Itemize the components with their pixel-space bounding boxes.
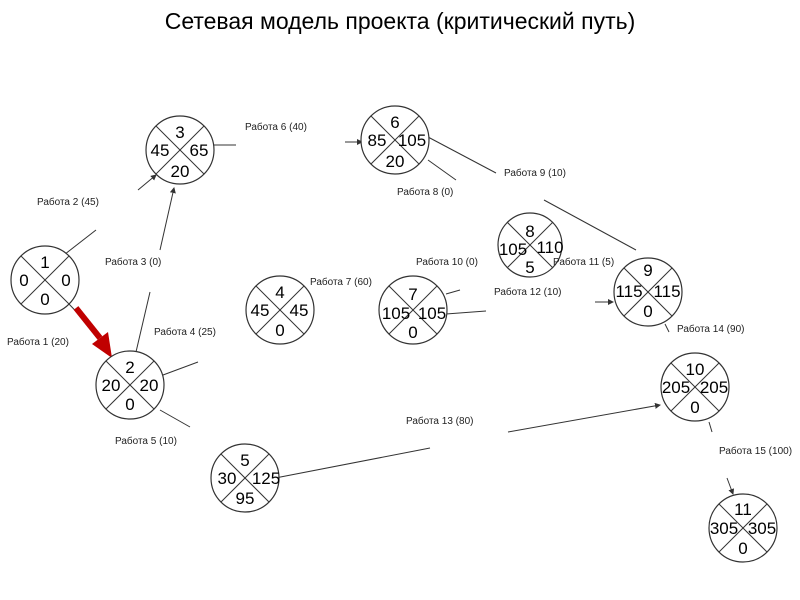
edge-work-13 (264, 447, 431, 481)
node-number: 3 (175, 123, 184, 142)
node-late-time: 110 (536, 238, 563, 257)
node-reserve: 20 (171, 162, 190, 181)
node-late-time: 105 (418, 304, 446, 323)
event-node-6: 6 85 105 20 (360, 105, 430, 175)
node-late-time: 305 (748, 519, 776, 538)
node-late-time: 20 (140, 376, 159, 395)
work-label-14: Работа 14 (90) (677, 323, 744, 335)
node-early-time: 45 (151, 141, 170, 160)
event-node-7: 7 105 105 0 (378, 275, 448, 345)
event-node-9: 9 115 115 0 (613, 257, 683, 327)
work-label-10: Работа 10 (0) (416, 256, 478, 268)
node-reserve: 20 (386, 152, 405, 171)
work-label-6: Работа 6 (40) (245, 121, 307, 133)
edge-work-10 (445, 289, 461, 295)
node-early-time: 305 (710, 519, 738, 538)
node-early-time: 105 (382, 304, 410, 323)
edges (59, 136, 735, 495)
node-early-time: 0 (19, 271, 28, 290)
node-number: 9 (643, 261, 652, 280)
node-number: 1 (40, 253, 49, 272)
node-late-time: 125 (252, 469, 280, 488)
event-node-1: 1 0 0 0 (10, 245, 80, 315)
work-label-2: Работа 2 (45) (37, 196, 99, 208)
work-label-7: Работа 7 (60) (310, 276, 372, 288)
node-reserve: 0 (690, 398, 699, 417)
work-label-9: Работа 9 (10) (504, 167, 566, 179)
node-number: 2 (125, 358, 134, 377)
node-late-time: 205 (700, 378, 728, 397)
node-number: 7 (408, 285, 417, 304)
edge-work-9-b (543, 199, 637, 251)
edge-work-3 (135, 291, 151, 353)
event-node-8: 8 105 110 5 (497, 212, 564, 278)
node-reserve: 0 (125, 395, 134, 414)
edge-work-2-head (137, 174, 157, 191)
node-late-time: 105 (398, 131, 426, 150)
edge-work-15 (708, 421, 713, 433)
event-node-10: 10 205 205 0 (660, 352, 730, 422)
node-number: 10 (686, 360, 705, 379)
node-early-time: 85 (368, 131, 387, 150)
node-late-time: 0 (61, 271, 70, 290)
work-label-8: Работа 8 (0) (397, 186, 453, 198)
node-late-time: 115 (653, 282, 680, 301)
node-number: 4 (275, 283, 284, 302)
node-late-time: 45 (290, 301, 309, 320)
edge-work-9 (427, 136, 497, 174)
critical-path-arrow (73, 306, 112, 358)
work-label-1: Работа 1 (20) (7, 336, 69, 348)
node-early-time: 205 (662, 378, 690, 397)
work-label-15: Работа 15 (100) (719, 445, 792, 457)
node-reserve: 0 (40, 290, 49, 309)
edge-work-8 (427, 159, 457, 181)
work-label-4: Работа 4 (25) (154, 326, 216, 338)
event-node-2: 2 20 20 0 (95, 350, 165, 420)
work-label-3: Работа 3 (0) (105, 256, 161, 268)
edge-work-4 (162, 361, 199, 376)
node-reserve: 0 (643, 302, 652, 321)
node-number: 8 (525, 222, 534, 241)
edge-work-15-head (726, 477, 735, 495)
node-early-time: 45 (251, 301, 270, 320)
node-early-time: 115 (615, 282, 642, 301)
work-label-11: Работа 11 (5) (553, 256, 614, 268)
work-label-12: Работа 12 (10) (494, 286, 561, 298)
event-node-11: 11 305 305 0 (708, 493, 778, 563)
work-labels: Работа 1 (20) Работа 2 (45) Работа 3 (0)… (7, 121, 792, 457)
edge-work-12 (445, 310, 487, 315)
node-number: 11 (734, 500, 752, 519)
work-label-5: Работа 5 (10) (115, 435, 177, 447)
node-reserve: 95 (236, 489, 255, 508)
event-node-5: 5 30 125 95 (210, 443, 280, 513)
node-reserve: 0 (738, 539, 747, 558)
page-title: Сетевая модель проекта (критический путь… (164, 8, 636, 34)
node-early-time: 105 (499, 240, 527, 259)
node-reserve: 0 (408, 323, 417, 342)
node-number: 6 (390, 113, 399, 132)
edge-work-14 (664, 323, 670, 333)
node-early-time: 30 (218, 469, 237, 488)
work-label-13: Работа 13 (80) (406, 415, 473, 427)
node-late-time: 65 (190, 141, 209, 160)
node-reserve: 5 (525, 258, 534, 277)
node-reserve: 0 (275, 321, 284, 340)
edge-work-13-head (507, 402, 661, 433)
node-number: 5 (240, 451, 249, 470)
edge-work-5 (159, 409, 191, 428)
event-node-3: 3 45 65 20 (145, 115, 215, 185)
node-early-time: 20 (102, 376, 121, 395)
edge-work-3-head (159, 187, 176, 251)
event-node-4: 4 45 45 0 (245, 275, 315, 345)
